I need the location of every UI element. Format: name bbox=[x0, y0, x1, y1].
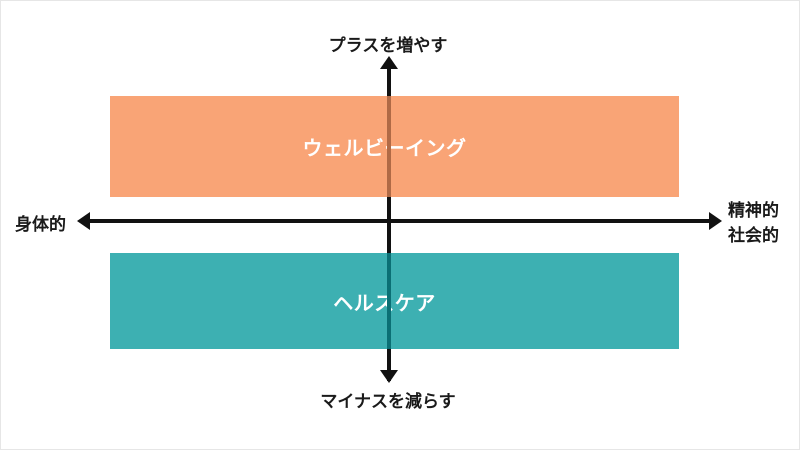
axis-label-right-line2: 社会的 bbox=[728, 225, 779, 245]
axis-label-bottom: マイナスを減らす bbox=[1, 387, 777, 412]
arrow-left-icon bbox=[77, 212, 90, 230]
band-wellbeing: ウェルビーイング bbox=[110, 96, 679, 197]
vertical-axis-over-healthcare bbox=[387, 253, 391, 349]
axis-label-bottom-text: マイナスを減らす bbox=[320, 392, 456, 411]
axis-label-left: 身体的 bbox=[15, 215, 66, 234]
horizontal-axis-line bbox=[83, 219, 716, 223]
arrow-right-icon bbox=[709, 212, 722, 230]
axis-label-top: プラスを増やす bbox=[1, 31, 777, 56]
band-healthcare-label: ヘルスケア bbox=[333, 292, 436, 315]
band-healthcare: ヘルスケア bbox=[110, 253, 679, 349]
axis-label-top-text: プラスを増やす bbox=[328, 36, 448, 55]
arrow-down-icon bbox=[380, 370, 398, 383]
axis-label-right-line1: 精神的 bbox=[728, 201, 779, 220]
arrow-up-icon bbox=[380, 56, 398, 69]
band-wellbeing-label: ウェルビーイング bbox=[302, 138, 467, 160]
vertical-axis-over-wellbeing bbox=[387, 96, 391, 197]
axis-label-right: 精神的 社会的 bbox=[728, 199, 779, 248]
